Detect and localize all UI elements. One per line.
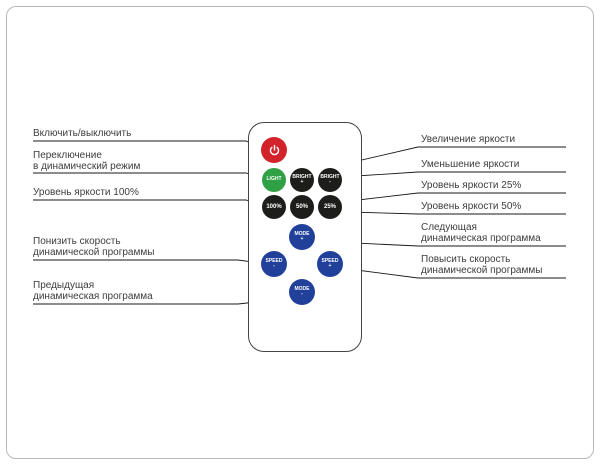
label-brightness-50: Уровень яркости 50% [421, 201, 522, 212]
speed-plus-button: SPEED + [317, 251, 343, 277]
brightness-100-button: 100% [262, 195, 286, 219]
outer-frame [6, 6, 594, 459]
bright-up-button: BRIGHT + [290, 168, 314, 192]
label-dynamic-mode: Переключение в динамический режим [33, 150, 141, 172]
power-button [261, 137, 287, 163]
label-brightness-decrease: Уменьшение яркости [421, 159, 520, 170]
label-brightness-increase: Увеличение яркости [421, 134, 516, 145]
label-next-program: Следующая динамическая программа [421, 222, 541, 244]
brightness-25-button: 25% [318, 195, 342, 219]
mode-minus-button: MODE - [289, 279, 315, 305]
label-previous-program: Предыдущая динамическая программа [33, 280, 153, 302]
remote-body: LIGHT BRIGHT + BRIGHT - 100% 50% 25% MOD… [248, 122, 362, 352]
label-brightness-100: Уровень яркости 100% [33, 187, 139, 198]
bright-down-button: BRIGHT - [318, 168, 342, 192]
label-speed-decrease: Понизить скорость динамической программы [33, 236, 155, 258]
brightness-50-button: 50% [290, 195, 314, 219]
mode-plus-button: MODE + [289, 224, 315, 250]
label-brightness-25: Уровень яркости 25% [421, 180, 522, 191]
light-button: LIGHT [262, 168, 286, 192]
label-speed-increase: Повысить скорость динамической программы [421, 254, 543, 276]
label-power-toggle: Включить/выключить [33, 128, 132, 139]
speed-minus-button: SPEED - [261, 251, 287, 277]
power-icon [269, 144, 279, 155]
